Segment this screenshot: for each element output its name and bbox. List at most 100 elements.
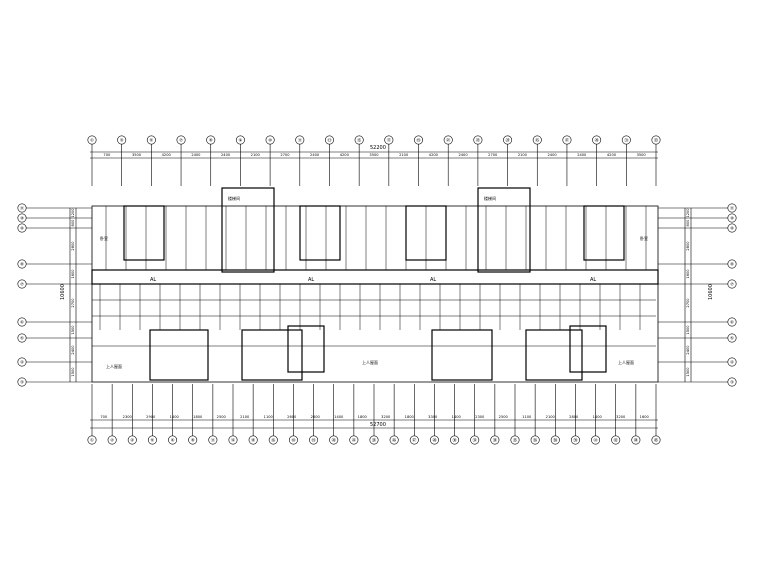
interior-walls [92,206,656,347]
right-dimension: 800 [686,219,690,227]
right-axis-circle [727,333,737,343]
top-axis-label: ㉙ [595,137,600,144]
right-dimension: 1500 [686,325,690,335]
left-dimension: 1600 [71,269,75,279]
bottom-axis-circle [309,435,319,445]
dimension-lines [26,144,728,436]
right-axis-label: ⑦ [730,282,734,287]
top-dimension: 2100 [399,153,409,157]
top-axis-circle [146,135,156,145]
bottom-dimension: 3300 [428,415,438,419]
top-dimension: 3500 [369,153,379,157]
top-axis-label: ㉕ [535,137,540,144]
bottom-dimension: 2500 [217,415,227,419]
right-axis-label: ⑤ [730,336,734,341]
bottom-axis-circle [147,435,157,445]
bottom-axis-circle [570,435,580,445]
bottom-axis-label: ⑥ [171,438,175,443]
right-axis-circle [727,377,737,387]
left-dimension: 1500 [71,325,75,335]
top-axis-label: ㉓ [476,137,481,144]
stair-label-2: 楼梯间 [484,195,496,201]
bottom-axis-circle [450,435,460,445]
left-dimension: 1500 [71,367,75,377]
top-axis-circle [324,135,334,145]
right-axis-circle [727,223,737,233]
top-total-dimension: 52200 [370,145,386,151]
top-dimension: 700 [103,153,111,157]
bottom-axis-label: ② [110,438,114,443]
top-axis-label: ⑨ [239,138,243,143]
top-axis-label: ㉛ [624,137,629,144]
bottom-axis-label: ㊳ [553,437,558,444]
top-axis-circle [206,135,216,145]
right-axis-label: ⑧ [730,262,734,267]
bottom-axis-label: ㉟ [513,437,518,444]
bottom-axis-label: ⑯ [271,437,276,444]
left-axis-label: ⑩ [20,216,24,221]
panel-label-2: AL [308,277,314,283]
top-axis-circle [295,135,305,145]
bottom-axis-label: ㊹ [634,437,639,444]
top-axis-label: ⑩ [268,138,272,143]
bottom-axis-circle [530,435,540,445]
top-axis-label: ㉝ [654,137,659,144]
bottom-axis-label: ㉘ [432,437,437,444]
bottom-dimension: 2600 [287,415,297,419]
top-axis-label: ⑬ [327,137,332,144]
bottom-dimension: 1800 [358,415,368,419]
balcony-label-1: 上人屋面 [106,363,122,369]
right-total-dimension: 10600 [708,284,714,300]
stair-label-1: 楼梯间 [228,195,240,201]
top-axis-circle [651,135,661,145]
bottom-axis-label: ⑳ [332,437,337,444]
bottom-axis-label: ① [90,438,94,443]
bottom-axis-label: ㉜ [473,437,478,444]
bottom-dimension: 2100 [546,415,556,419]
right-axis-circle [727,279,737,289]
top-axis-circle [414,135,424,145]
top-axis-circle [443,135,453,145]
top-axis-label: ㉗ [565,137,570,144]
bottom-axis-circle [248,435,258,445]
left-dimension: 1200 [71,208,75,218]
bottom-axis-circle [228,435,238,445]
bottom-dimension: 2100 [240,415,250,419]
bottom-axis-circle [188,435,198,445]
bottom-axis-label: ⑤ [151,438,155,443]
bottom-axis-circle [409,435,419,445]
left-axis-label: ③ [20,380,24,385]
bottom-dimension: 3200 [616,415,626,419]
top-dimension: 2100 [518,153,528,157]
top-axis-label: ⑮ [357,137,362,144]
bottom-axis-circle [268,435,278,445]
bottom-axis-circle [107,435,117,445]
bottom-axis-label: ㉗ [412,437,417,444]
bottom-dimension: 700 [100,415,108,419]
top-axis-circle [235,135,245,145]
top-axis-circle [384,135,394,145]
bottom-axis-circle [127,435,137,445]
right-axis-label: ⑨ [730,226,734,231]
right-axis-label: ⑩ [730,216,734,221]
bottom-axis-label: ㊺ [654,437,659,444]
bottom-axis-circle [389,435,399,445]
bottom-dimension: 1400 [452,415,462,419]
bottom-axis-label: ⑫ [231,437,236,444]
top-axis-circle [117,135,127,145]
right-dimension: 1200 [686,208,690,218]
top-axis-circle [354,135,364,145]
left-axis-label: ⑤ [20,336,24,341]
left-axis-label: ⑦ [20,282,24,287]
bottom-axis-label: ㊶ [593,437,598,444]
bottom-axis-label: ⑭ [251,437,256,444]
top-dimension: 3500 [637,153,647,157]
top-dimension: 4200 [429,153,439,157]
right-dimension: 1500 [686,367,690,377]
panel-label-4: AL [590,277,596,283]
bottom-total-dimension: 52700 [370,422,386,428]
top-dimension: 4200 [607,153,617,157]
